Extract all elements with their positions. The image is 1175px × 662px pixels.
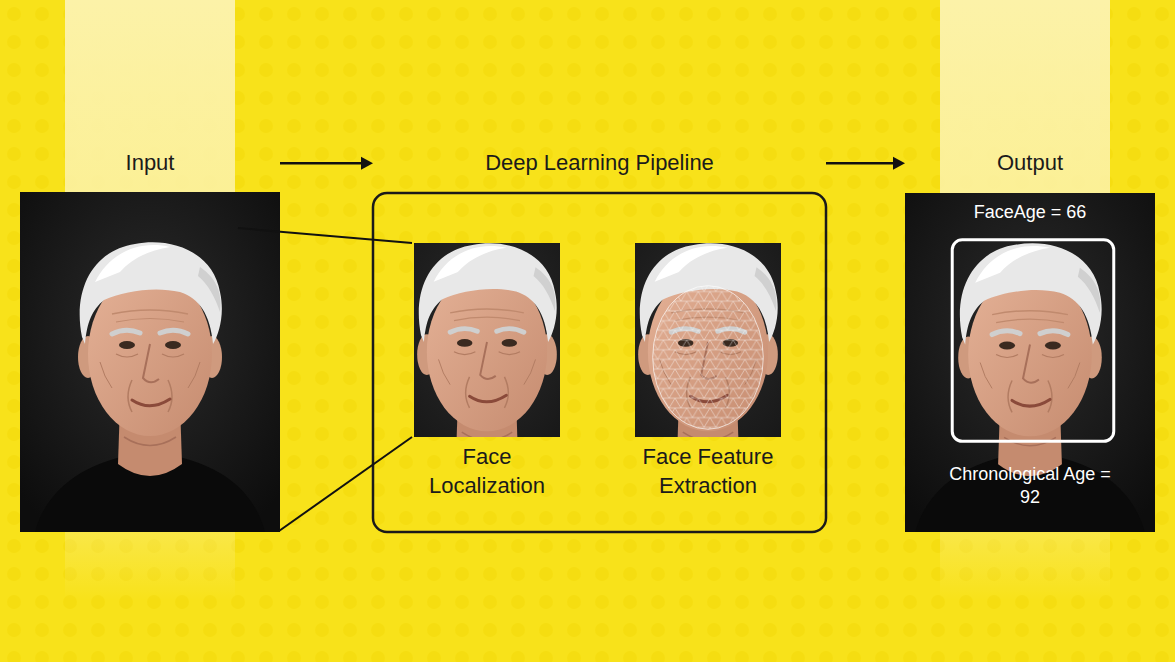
- panel-heading: Deep Learning Pipeline: [373, 150, 826, 176]
- pipeline-box: Deep Learning PipelineFace Localization F…: [373, 150, 826, 532]
- feature-mesh-photo: [582, 195, 834, 525]
- panel-heading: Output: [905, 150, 1155, 176]
- flow-arrow: [280, 157, 373, 170]
- age-label: Chronological Age = 92: [945, 463, 1115, 508]
- step-label: Face Feature Extraction: [633, 443, 783, 500]
- input-panel: Input: [20, 150, 280, 532]
- zoom-line: [238, 228, 412, 243]
- output-panel: OutputFaceAge = 66 Chronological Age = 92: [905, 150, 1155, 532]
- pipeline-step: Face Localization: [412, 243, 562, 507]
- input-photo: [20, 192, 280, 532]
- localized-face-photo: [361, 195, 613, 525]
- output-photo: [900, 193, 1159, 532]
- step-label: Face Localization: [412, 443, 562, 500]
- panel-heading: Input: [20, 150, 280, 176]
- zoom-line: [279, 437, 412, 531]
- estimate-label: FaceAge = 66: [905, 202, 1155, 224]
- face-bounding-box: [952, 240, 1114, 441]
- pipeline-step: Face Feature Extraction: [633, 243, 783, 507]
- face-mesh: [653, 286, 764, 430]
- flow-arrow: [826, 157, 905, 170]
